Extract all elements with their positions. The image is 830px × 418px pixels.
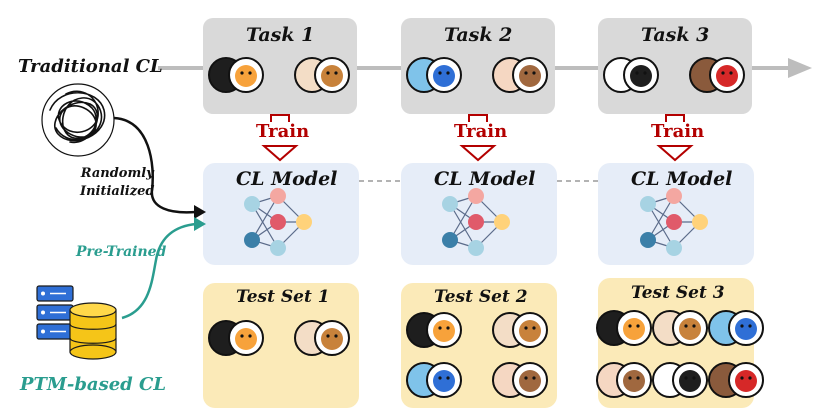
dog-icon (294, 320, 350, 356)
model-box-1 (203, 163, 359, 265)
task-title-1: Task 1 (246, 24, 315, 46)
train-arrow-2 (459, 114, 497, 162)
traditional-cl-label: Traditional CL (18, 56, 163, 77)
cat-icon (406, 312, 462, 348)
cat-icon (596, 310, 652, 346)
task-title-2: Task 2 (444, 24, 513, 46)
database-server-icon (36, 285, 117, 360)
pretrained-label: Pre-Trained (76, 244, 167, 260)
test-title-2: Test Set 2 (434, 287, 528, 307)
panda-icon (652, 362, 708, 398)
fish-icon (406, 362, 462, 398)
test-box-1 (203, 283, 359, 408)
test-title-1: Test Set 1 (236, 287, 330, 307)
monkey-icon (492, 57, 548, 93)
bird-icon (708, 362, 764, 398)
pretrained-arrow (121, 217, 206, 320)
random-weights-scribble-icon (41, 83, 115, 157)
cat-icon (208, 320, 264, 356)
fish-icon (406, 57, 462, 93)
random-init-arrow (113, 116, 206, 219)
panda-icon (603, 57, 659, 93)
cat-icon (208, 57, 264, 93)
animal-icons (208, 57, 764, 398)
random-init-line1: Randomly (80, 166, 154, 181)
dog-icon (492, 312, 548, 348)
neural-network-icon (244, 188, 312, 256)
model-title-1: CL Model (236, 168, 338, 190)
model-box-3 (598, 163, 754, 265)
monkey-icon (596, 362, 652, 398)
fish-icon (708, 310, 764, 346)
train-label-1: Train (256, 121, 310, 142)
model-title-3: CL Model (631, 168, 733, 190)
model-title-2: CL Model (434, 168, 536, 190)
test-title-3: Test Set 3 (631, 283, 725, 303)
dog-icon (652, 310, 708, 346)
monkey-icon (492, 362, 548, 398)
random-init-line2: Initialized (80, 183, 155, 199)
neural-network-icon (442, 188, 510, 256)
train-label-3: Train (651, 121, 705, 142)
train-arrow-1 (261, 114, 299, 162)
neural-network-icon (640, 188, 708, 256)
bird-icon (689, 57, 745, 93)
dog-icon (294, 57, 350, 93)
train-arrow-3 (656, 114, 694, 162)
random-init-label: Randomly Initialized (80, 165, 154, 200)
train-label-2: Train (454, 121, 508, 142)
ptm-cl-label: PTM-based CL (20, 374, 166, 395)
task-title-3: Task 3 (641, 24, 710, 46)
model-box-2 (401, 163, 557, 265)
